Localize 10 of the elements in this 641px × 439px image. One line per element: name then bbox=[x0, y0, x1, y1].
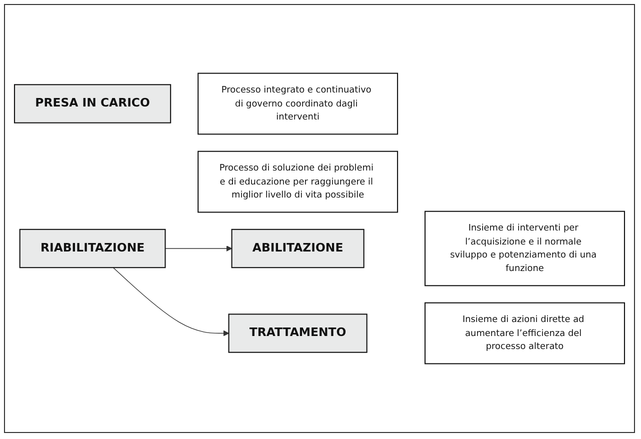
arrow bbox=[164, 245, 232, 252]
arrow bbox=[112, 267, 230, 336]
node-box: Insieme di interventi per l’acquisizione e il normale sviluppo e potenziamento di una funzione bbox=[424, 210, 626, 286]
node-box: RIABILITAZIONE bbox=[19, 228, 166, 268]
node-box: Insieme di azioni dirette ad aumentare l’efficienza del processo alterato bbox=[424, 302, 626, 364]
node-box: PRESA IN CARICO bbox=[14, 84, 172, 124]
node-box: Processo integrato e continuativo di governo coordinato dagli interventi bbox=[198, 72, 398, 135]
node-box: TRATTAMENTO bbox=[228, 314, 368, 353]
node-box: ABILITAZIONE bbox=[231, 228, 364, 268]
node-box: Processo di soluzione dei problemi e di educazione per raggiungere il miglior livello di vita possibile bbox=[198, 150, 398, 213]
